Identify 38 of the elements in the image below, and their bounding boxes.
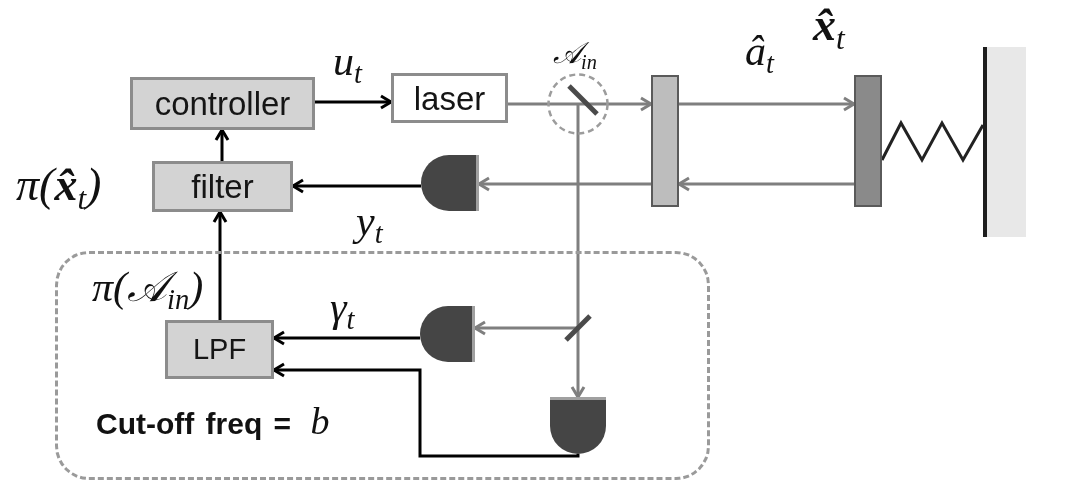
arrow	[609, 96, 653, 112]
edge-label: â$_{t}$	[745, 30, 774, 72]
mirror-bar	[854, 75, 882, 207]
photodetector-icon	[421, 155, 479, 211]
math-label: 𝒜$_{in}$	[553, 38, 597, 68]
box-label: controller	[154, 87, 291, 120]
edge-label: γ$_{t}$	[330, 286, 355, 328]
lpf-box	[165, 320, 274, 379]
filter-box	[152, 161, 293, 212]
arrow	[291, 178, 421, 194]
box-label: LPF	[192, 335, 247, 364]
beam-line	[508, 102, 547, 106]
beam-splitter-icon	[564, 314, 592, 342]
arrow	[477, 176, 651, 192]
math-label: x̂$_{t}$	[813, 2, 845, 48]
arrow	[679, 96, 856, 112]
box-label: laser	[413, 81, 486, 115]
note-text: Cut-off freq = b	[96, 402, 330, 440]
arrow	[272, 330, 420, 346]
photodetector-icon	[420, 306, 475, 362]
math-label: π(x̂$_{t}$)	[16, 162, 102, 208]
photodetector-icon	[550, 397, 606, 454]
arrow	[570, 342, 586, 399]
mirror-bar	[651, 75, 679, 207]
dashed-region	[55, 251, 710, 480]
edge-label: π(𝒜$_{in}$)	[92, 266, 204, 308]
arrow	[214, 128, 230, 161]
box-label: filter	[191, 170, 254, 203]
beam-line	[576, 135, 580, 314]
controller-box	[130, 77, 315, 130]
edge-label: u$_{t}$	[333, 40, 362, 82]
arrow	[212, 210, 228, 320]
laser-box	[391, 73, 508, 123]
arrow	[272, 362, 580, 458]
wall	[983, 47, 1026, 237]
arrow	[315, 94, 393, 110]
arrow	[473, 320, 564, 336]
beam-splitter-icon	[547, 73, 609, 135]
